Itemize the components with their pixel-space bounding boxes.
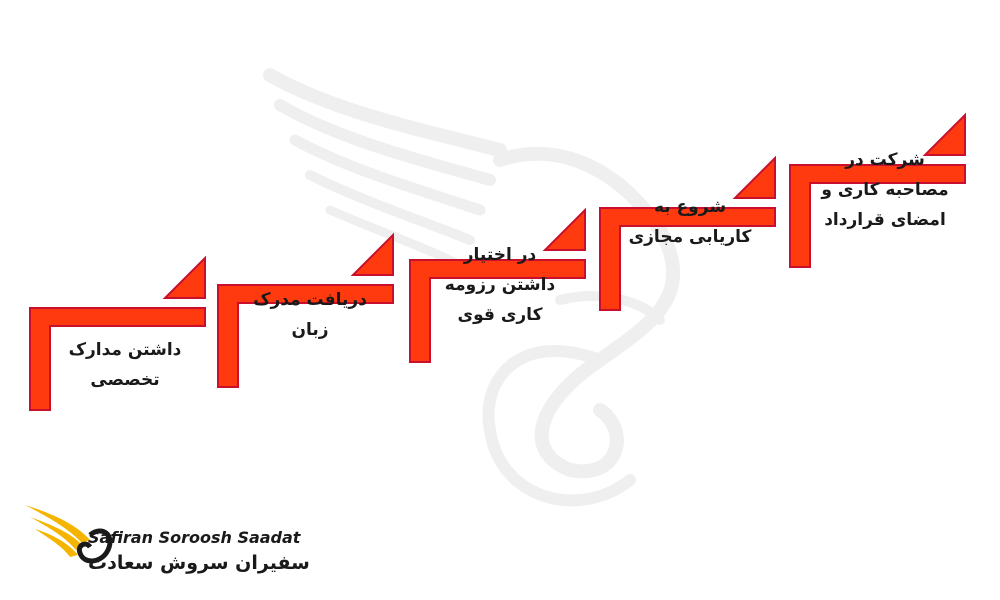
step-label-2: دریافت مدرک زبان xyxy=(235,285,385,345)
step-line: کاری قوی xyxy=(457,305,543,325)
step-line: دریافت مدرک xyxy=(253,290,367,310)
step-bracket-1 xyxy=(29,255,206,411)
step-line: تخصصی xyxy=(90,370,160,390)
step-line: شرکت در xyxy=(845,150,925,170)
step-arrow-icon xyxy=(162,255,206,299)
brand-name-fa: سفیران سروش سعادت xyxy=(88,552,310,574)
step-label-5: شرکت در مصاحبه کاری و امضای قرارداد xyxy=(805,145,965,235)
step-label-3: در اختیار داشتن رزومه کاری قوی xyxy=(425,240,575,330)
step-label-4: شروع به کاریابی مجازی xyxy=(615,192,765,252)
step-bracket-3 xyxy=(409,207,586,363)
step-line: امضای قرارداد xyxy=(824,210,946,230)
step-arrow-icon xyxy=(732,155,776,199)
step-line: داشتن رزومه xyxy=(444,275,556,295)
step-line: کاریابی مجازی xyxy=(628,227,752,247)
step-bracket-2 xyxy=(217,232,394,388)
step-line: زبان xyxy=(291,320,329,340)
step-line: داشتن مدارک xyxy=(68,340,182,360)
step-line: شروع به xyxy=(653,197,727,217)
brand-name-en: Safiran Soroosh Saadat xyxy=(88,528,301,547)
step-line: مصاحبه کاری و xyxy=(821,180,949,200)
step-bracket-5 xyxy=(789,112,966,268)
step-bracket-4 xyxy=(599,155,776,311)
step-label-1: داشتن مدارک تخصصی xyxy=(45,335,205,395)
step-line: در اختیار xyxy=(463,245,537,265)
step-arrow-icon xyxy=(542,207,586,251)
wing-icon xyxy=(25,505,113,564)
step-arrow-icon xyxy=(922,112,966,156)
step-arrow-icon xyxy=(350,232,394,276)
